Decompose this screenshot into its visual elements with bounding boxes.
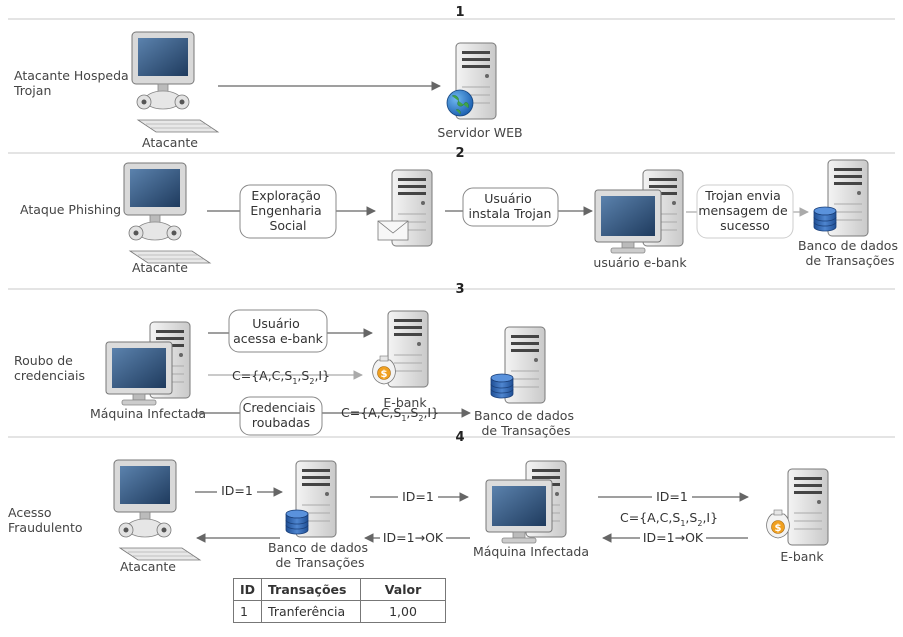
s2-db-label: Banco de dados de Transações bbox=[798, 238, 902, 268]
cell-id: 1 bbox=[232, 600, 263, 623]
header-valor: Valor bbox=[360, 578, 447, 601]
table-row: 1 Tranferência 1,00 bbox=[232, 600, 447, 623]
s4-machine-label: Máquina Infectada bbox=[473, 544, 589, 559]
s3-ebank-label: E-bank bbox=[383, 395, 427, 410]
s1-server-label: Servidor WEB bbox=[437, 125, 522, 140]
s3-stolen-credential-set: C={A,C,S1,S2,I} bbox=[341, 405, 439, 423]
box-usuario-acessa bbox=[228, 309, 328, 353]
box-usuario-instala-text: Usuário instala Trojan bbox=[469, 191, 552, 221]
section-4-number: 4 bbox=[455, 430, 464, 445]
s4-db-label: Banco de dados de Transações bbox=[268, 540, 372, 570]
cell-transacao: Tranferência bbox=[261, 600, 362, 623]
section-1-label: Atacante Hospeda Trojan bbox=[13, 68, 133, 98]
database-icon bbox=[813, 206, 837, 232]
attacker-computer-icon bbox=[113, 459, 201, 561]
s1-attacker-label: Atacante bbox=[142, 135, 198, 150]
section-1-number: 1 bbox=[455, 5, 464, 20]
cell-valor: 1,00 bbox=[360, 600, 447, 623]
transactions-table: ID Transações Valor 1 Tranferência 1,00 bbox=[232, 578, 447, 623]
globe-icon bbox=[446, 89, 474, 117]
table-header-row: ID Transações Valor bbox=[232, 578, 447, 601]
ebank-server-icon bbox=[787, 468, 829, 546]
header-transacoes: Transações bbox=[261, 578, 362, 601]
s4-id-label-1: ID=1 bbox=[221, 483, 253, 498]
s4-credential-set: C={A,C,S1,S2,I} bbox=[620, 510, 718, 528]
s4-ok-label-2: ID=1→OK bbox=[643, 530, 704, 545]
s4-attacker-label: Atacante bbox=[120, 559, 176, 574]
section-3-number: 3 bbox=[455, 282, 464, 297]
s4-ok-label-1: ID=1→OK bbox=[383, 530, 444, 545]
s3-db-label: Banco de dados de Transações bbox=[474, 408, 578, 438]
attacker-computer-icon bbox=[123, 162, 211, 264]
box-trojan-envia bbox=[696, 184, 794, 239]
section-2-label: Ataque Phishing bbox=[20, 202, 121, 217]
box-exploracao bbox=[239, 184, 337, 239]
money-bag-icon bbox=[766, 509, 790, 539]
box-credenciais bbox=[239, 396, 323, 436]
section-separators bbox=[8, 18, 895, 438]
section-3-label: Roubo de credenciais bbox=[14, 353, 85, 383]
s2-user-label: usuário e-bank bbox=[593, 255, 687, 270]
box-credenciais-text: Credenciais roubadas bbox=[243, 400, 320, 430]
box-exploracao-text: Exploração Engenharia Social bbox=[250, 188, 325, 233]
section-4-label: Acesso Fraudulento bbox=[8, 505, 83, 535]
s4-id-label-2: ID=1 bbox=[402, 489, 434, 504]
attacker-computer-icon bbox=[131, 31, 219, 133]
s3-machine-label: Máquina Infectada bbox=[90, 406, 206, 421]
s2-attacker-label: Atacante bbox=[132, 260, 188, 275]
s4-ebank-label: E-bank bbox=[780, 549, 824, 564]
header-id: ID bbox=[232, 578, 263, 601]
box-usuario-instala bbox=[462, 187, 559, 227]
box-trojan-envia-text: Trojan envia mensagem de sucesso bbox=[698, 188, 791, 233]
section-2-number: 2 bbox=[455, 146, 464, 161]
box-usuario-acessa-text: Usuário acessa e-bank bbox=[233, 316, 324, 346]
s3-credential-set: C={A,C,S1,S2,I} bbox=[232, 368, 330, 386]
s4-id-label-3: ID=1 bbox=[656, 489, 688, 504]
email-envelope-icon bbox=[377, 220, 409, 241]
database-icon bbox=[285, 509, 309, 535]
database-icon bbox=[490, 373, 514, 399]
